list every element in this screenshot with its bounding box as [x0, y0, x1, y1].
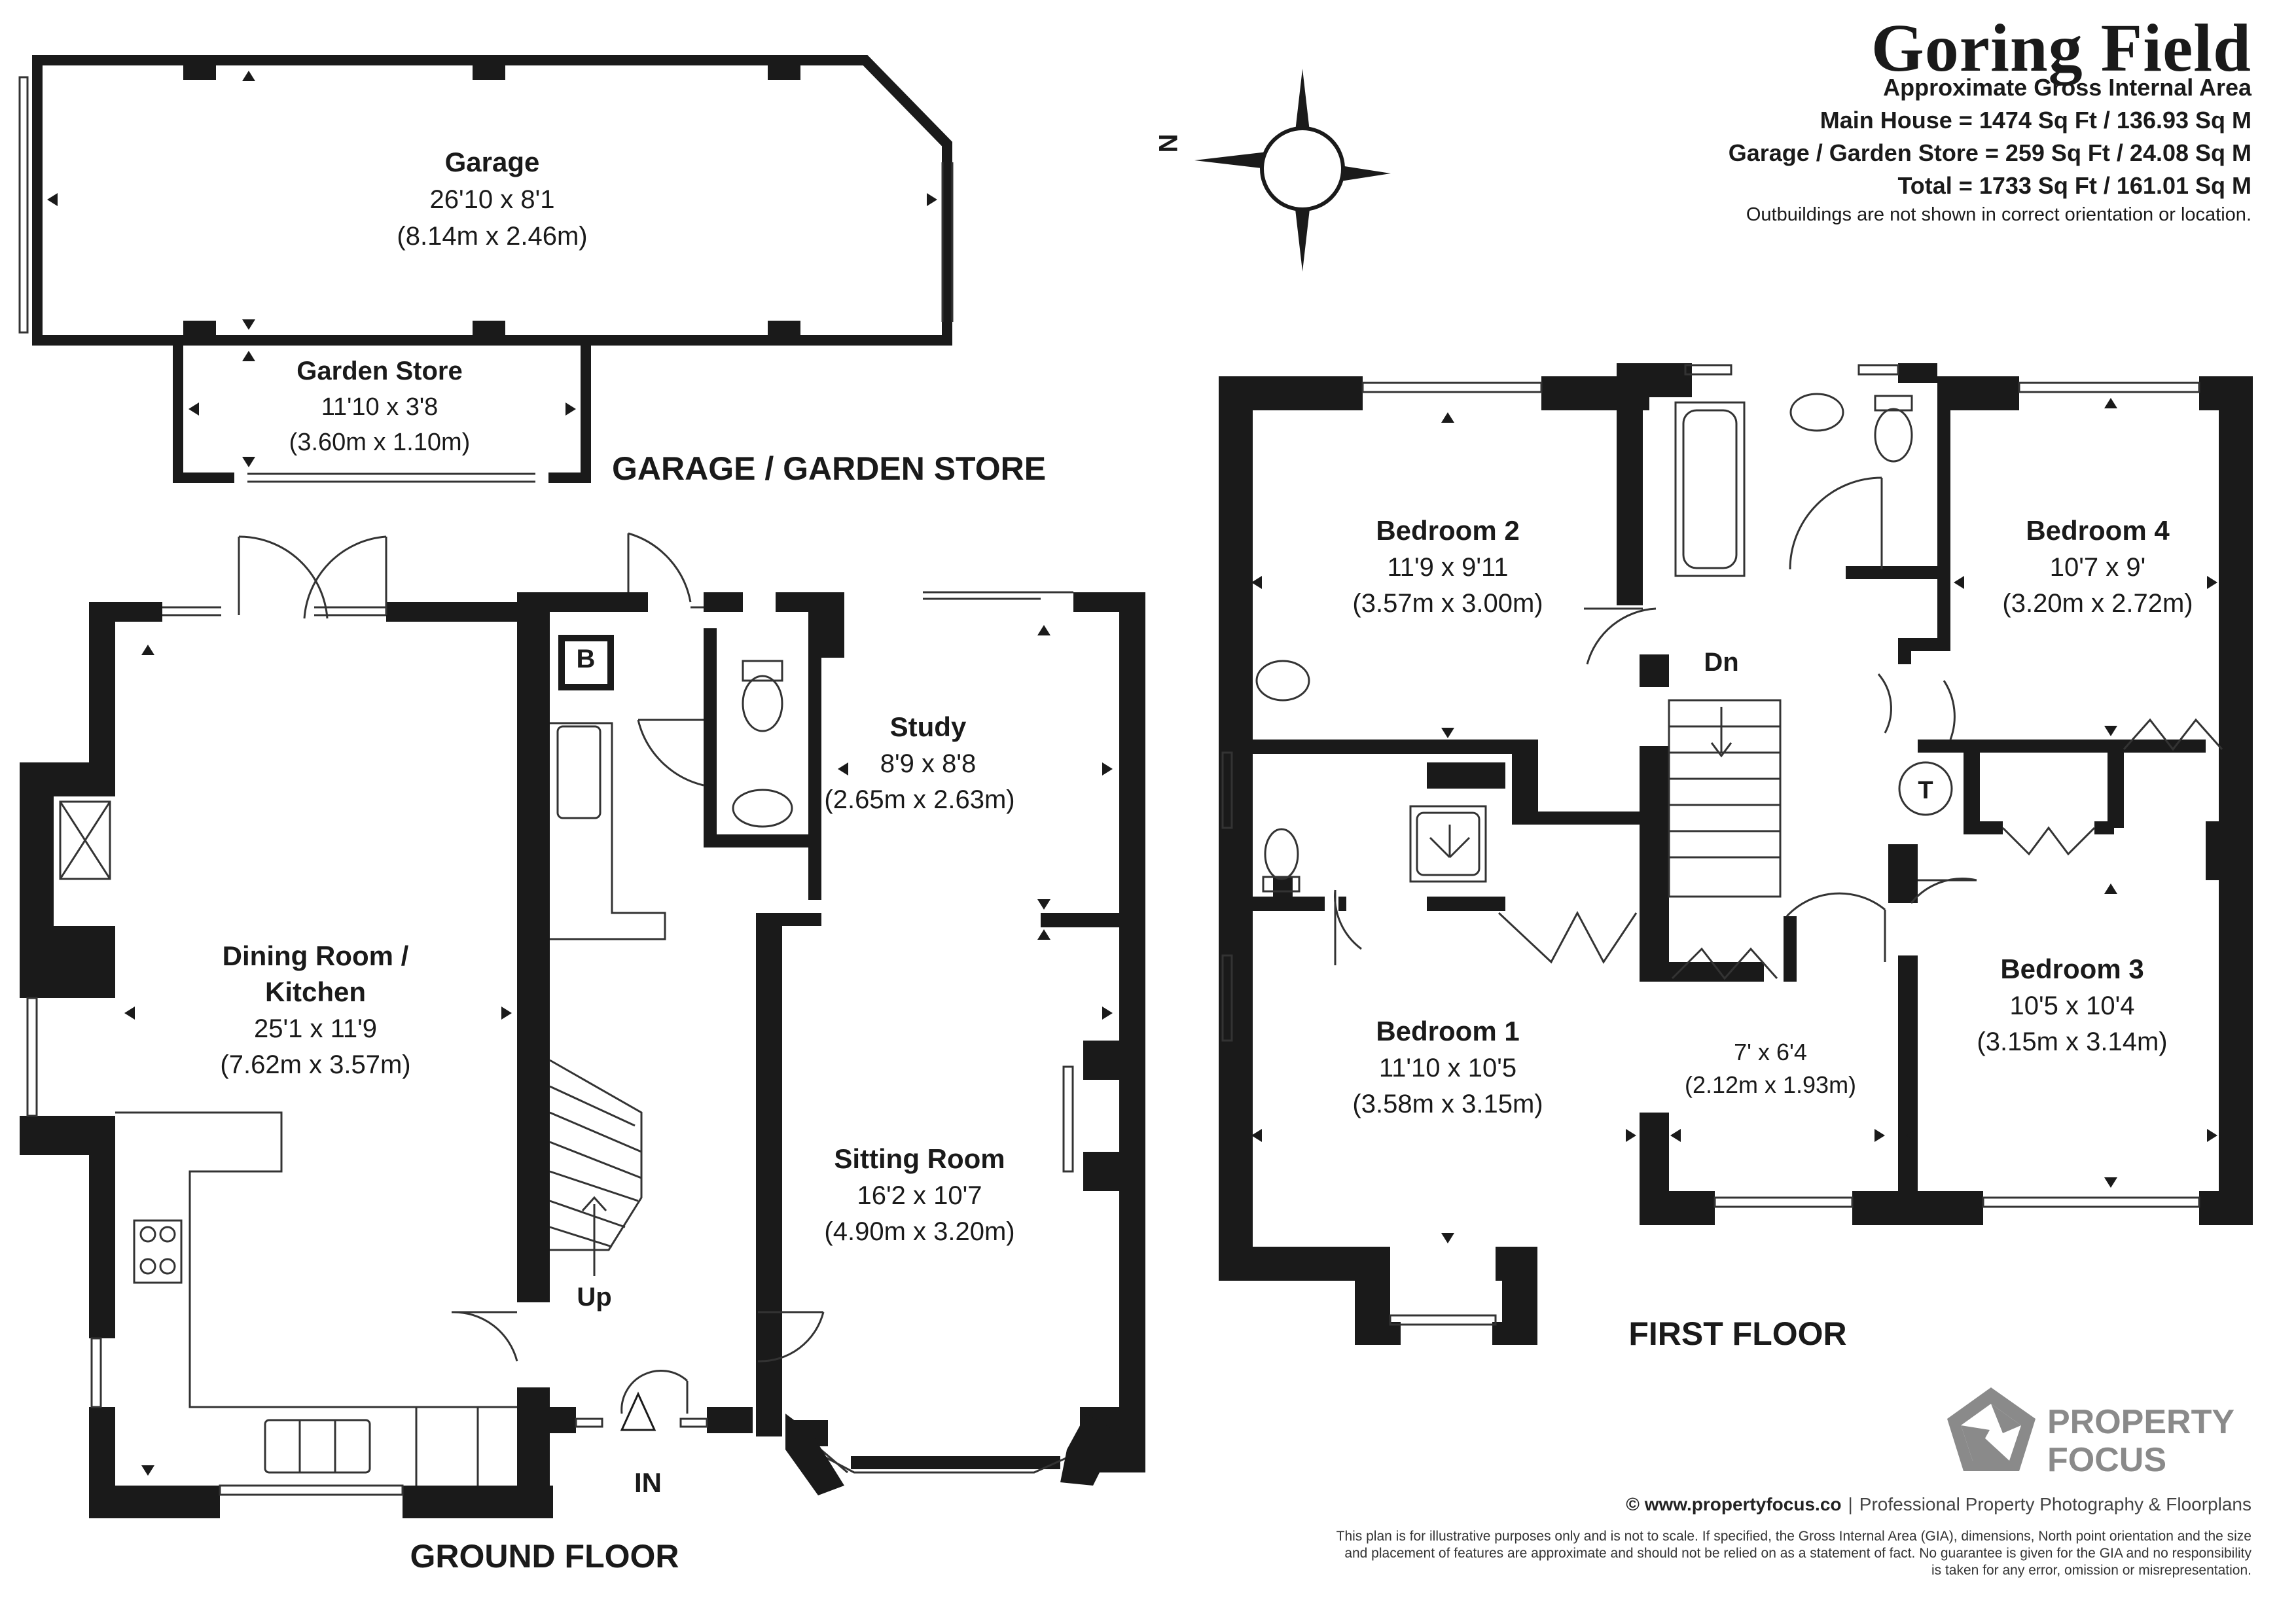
dimension-arrows-first	[1251, 398, 2217, 1243]
website-link[interactable]: © www.propertyfocus.co	[1626, 1494, 1842, 1514]
bedroom1-imperial: 11'10 x 10'5	[1379, 1054, 1516, 1082]
dining-kitchen-name-2: Kitchen	[265, 976, 366, 1007]
landing-area-imperial: 7' x 6'4	[1734, 1039, 1807, 1065]
gia-main-house: Main House = 1474 Sq Ft / 136.93 Sq M	[1820, 107, 2251, 134]
first-floor-walls	[1219, 363, 2253, 1345]
compass-north-label: N	[1153, 134, 1182, 153]
bedroom2-metric: (3.57m x 3.00m)	[1352, 589, 1543, 618]
garden-store-name: Garden Store	[296, 357, 462, 385]
bedroom3-name: Bedroom 3	[2000, 954, 2144, 984]
garden-store-metric: (3.60m x 1.10m)	[289, 429, 471, 456]
garage-outline	[32, 55, 952, 483]
credit-separator: |	[1848, 1494, 1853, 1514]
dining-kitchen-metric: (7.62m x 3.57m)	[220, 1050, 410, 1079]
floor-label-ground: GROUND FLOOR	[410, 1538, 679, 1575]
ground-floor-walls	[20, 592, 1145, 1518]
sitting-room-metric: (4.90m x 3.20m)	[824, 1217, 1014, 1246]
study-imperial: 8'9 x 8'8	[880, 749, 976, 778]
credit-tagline: Professional Property Photography & Floo…	[1859, 1494, 2251, 1514]
dimension-arrows-ground	[124, 625, 1113, 1476]
floor-label-first: FIRST FLOOR	[1628, 1315, 1846, 1352]
compass-icon	[1194, 69, 1391, 272]
garage-imperial: 26'10 x 8'1	[430, 185, 555, 214]
disclaimer: This plan is for illustrative purposes o…	[1336, 1529, 2251, 1578]
bedroom3-imperial: 10'5 x 10'4	[2010, 991, 2135, 1020]
gia-heading: Approximate Gross Internal Area	[1883, 74, 2251, 101]
garage-wall-posts	[183, 60, 800, 340]
garage-metric: (8.14m x 2.46m)	[397, 222, 587, 251]
gia-total: Total = 1733 Sq Ft / 161.01 Sq M	[1897, 172, 2251, 199]
bedroom1-metric: (3.58m x 3.15m)	[1352, 1090, 1543, 1118]
bedroom1-name: Bedroom 1	[1376, 1016, 1519, 1046]
garage-name: Garage	[445, 147, 540, 177]
sitting-room-name: Sitting Room	[834, 1143, 1005, 1174]
credit-line: © www.propertyfocus.co | Professional Prop…	[1626, 1494, 2251, 1515]
first-floor-thin-lines	[1221, 364, 2223, 1326]
dining-kitchen-imperial: 25'1 x 11'9	[254, 1014, 377, 1043]
property-focus-logo	[1947, 1387, 2036, 1471]
stairs-down-label: Dn	[1704, 648, 1738, 677]
garden-store-imperial: 11'10 x 3'8	[321, 393, 439, 421]
dimension-arrows-garage	[47, 71, 937, 467]
bedroom4-metric: (3.20m x 2.72m)	[2002, 589, 2193, 618]
boiler-label: B	[577, 645, 596, 673]
study-metric: (2.65m x 2.63m)	[824, 785, 1014, 814]
bedroom4-name: Bedroom 4	[2026, 515, 2170, 546]
outbuildings-note: Outbuildings are not shown in correct or…	[1746, 204, 2251, 225]
dining-kitchen-name-1: Dining Room /	[223, 940, 409, 971]
garage-door	[18, 76, 954, 483]
logo-text-property: PROPERTY	[2047, 1403, 2234, 1441]
bedroom2-imperial: 11'9 x 9'11	[1387, 553, 1508, 582]
tank-label: T	[1918, 777, 1933, 804]
study-name: Study	[890, 711, 967, 742]
gia-garage-store: Garage / Garden Store = 259 Sq Ft / 24.0…	[1728, 139, 2251, 166]
landing-area-metric: (2.12m x 1.93m)	[1685, 1071, 1856, 1098]
bedroom4-imperial: 10'7 x 9'	[2050, 553, 2145, 582]
entrance-label: IN	[634, 1467, 662, 1498]
sitting-room-imperial: 16'2 x 10'7	[857, 1181, 982, 1210]
bedroom3-metric: (3.15m x 3.14m)	[1977, 1027, 2167, 1056]
ground-floor-bay	[785, 1414, 1119, 1495]
page-title: Goring Field	[1871, 10, 2251, 86]
logo-text-focus: FOCUS	[2047, 1441, 2166, 1479]
bedroom2-name: Bedroom 2	[1376, 515, 1519, 546]
stairs-up-label: Up	[577, 1283, 611, 1311]
boiler-box	[558, 635, 614, 690]
floor-label-garage: GARAGE / GARDEN STORE	[612, 450, 1046, 487]
